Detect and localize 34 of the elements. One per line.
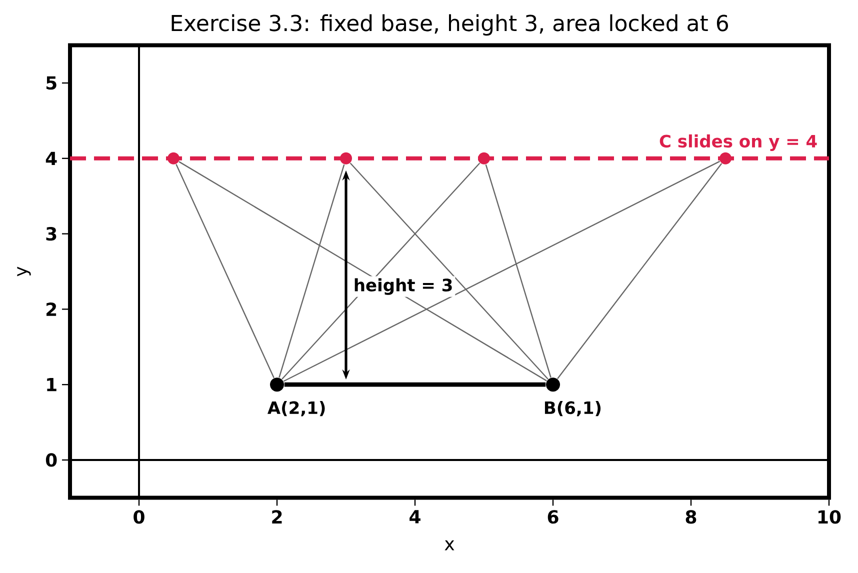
connector-line xyxy=(284,382,546,387)
tick-label: 4 xyxy=(46,152,57,165)
tick-label: 0 xyxy=(134,510,144,524)
tick-label: 4 xyxy=(410,510,420,524)
axis-label: x xyxy=(444,540,454,550)
connector-line xyxy=(176,164,274,378)
tick-label: 3 xyxy=(46,226,56,241)
tick-label: 8 xyxy=(686,510,696,524)
tick-label: 2 xyxy=(272,510,282,524)
connector-line xyxy=(282,162,480,380)
axis-label: y xyxy=(17,266,31,276)
point-marker xyxy=(270,378,284,392)
tick-label: 0 xyxy=(46,453,57,467)
point-marker xyxy=(340,152,352,164)
title: Exercise 3.3: fixed base, height 3, area locked at 6 xyxy=(172,14,728,36)
connector-line xyxy=(350,162,548,380)
tick-label: 2 xyxy=(46,302,56,316)
connector-line xyxy=(557,163,722,380)
connector-line xyxy=(178,161,547,382)
connector-line xyxy=(283,160,720,382)
point-marker xyxy=(478,152,490,164)
annotation: C slides on y = 4 xyxy=(660,134,817,151)
point-marker xyxy=(720,152,732,164)
point-label: A(2,1) xyxy=(268,401,325,416)
connector-line xyxy=(485,164,552,378)
tick-label: 1 xyxy=(47,378,56,392)
point-label: B(6,1) xyxy=(544,401,601,416)
dimension-label: height = 3 xyxy=(351,276,456,297)
point-marker xyxy=(168,152,180,164)
point-marker xyxy=(546,378,560,392)
tick-label: 5 xyxy=(46,76,56,90)
tick-label: 6 xyxy=(548,510,558,524)
connector-line xyxy=(278,164,345,378)
tick-label: 10 xyxy=(818,510,841,524)
